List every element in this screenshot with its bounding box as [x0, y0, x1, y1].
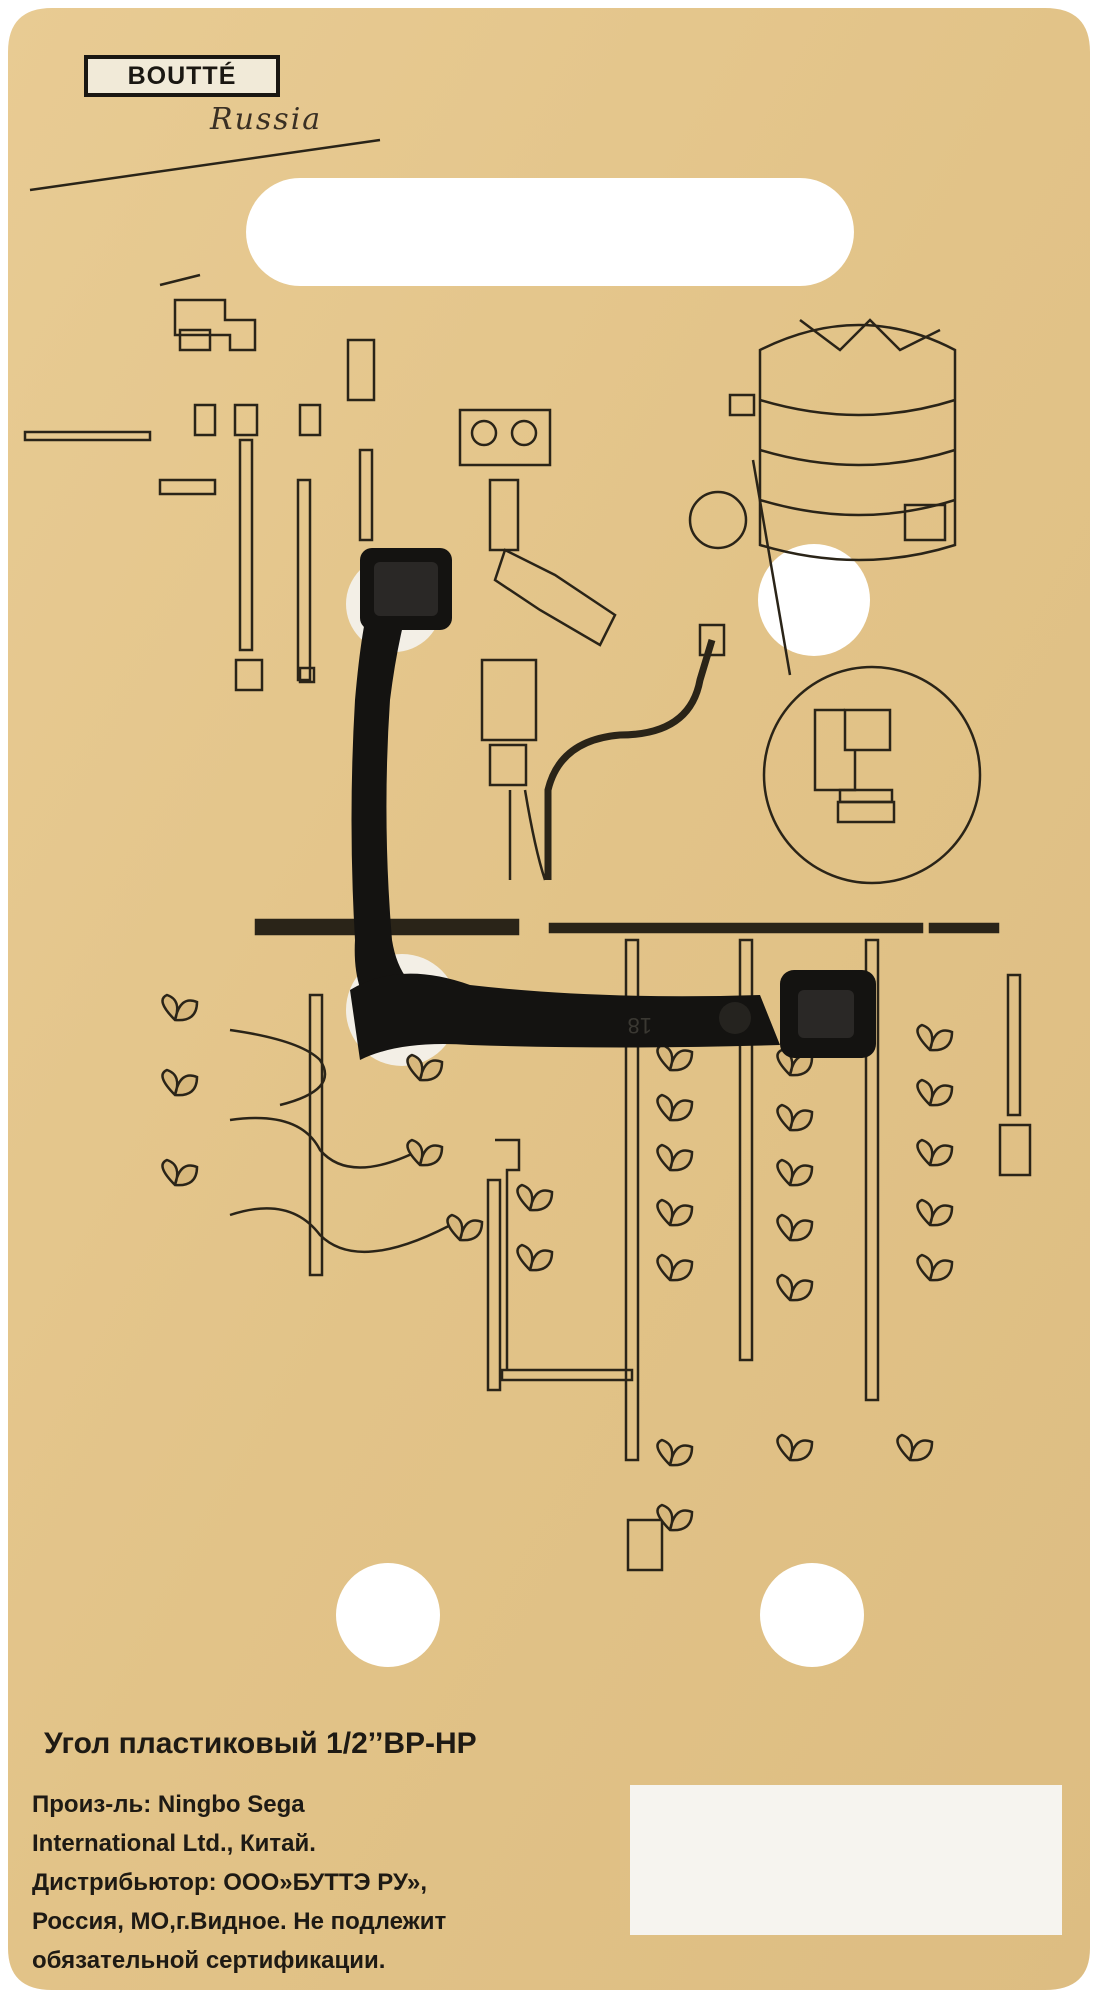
tie-marking: 18 [628, 1013, 652, 1038]
card-hole [336, 1563, 440, 1667]
brand-logo: BOUTTÉ [84, 55, 280, 97]
info-line: Дистрибьютор: ООО»БУТТЭ РУ», [32, 1869, 427, 1896]
card-hole [758, 544, 870, 656]
price-label-area [630, 1785, 1062, 1935]
cable-tie [350, 548, 876, 1060]
irrigation-diagram [23, 138, 1032, 1572]
info-line: International Ltd., Китай. [32, 1830, 316, 1857]
info-line: Россия, МО,г.Видное. Не подлежит [32, 1908, 447, 1935]
brand-logo-text: BOUTTÉ [127, 61, 237, 90]
info-line: Произ-ль: Ningbo Sega [32, 1791, 305, 1818]
card-hole [760, 1563, 864, 1667]
plant-icons [161, 993, 954, 1532]
product-title: Угол пластиковый 1/2’’ВР-НР [44, 1727, 477, 1760]
info-line: обязательной сертификации. [32, 1947, 386, 1974]
product-info: Произ-ль: Ningbo Sega International Ltd.… [32, 1785, 632, 1980]
brand-signature: Russia [210, 102, 323, 137]
